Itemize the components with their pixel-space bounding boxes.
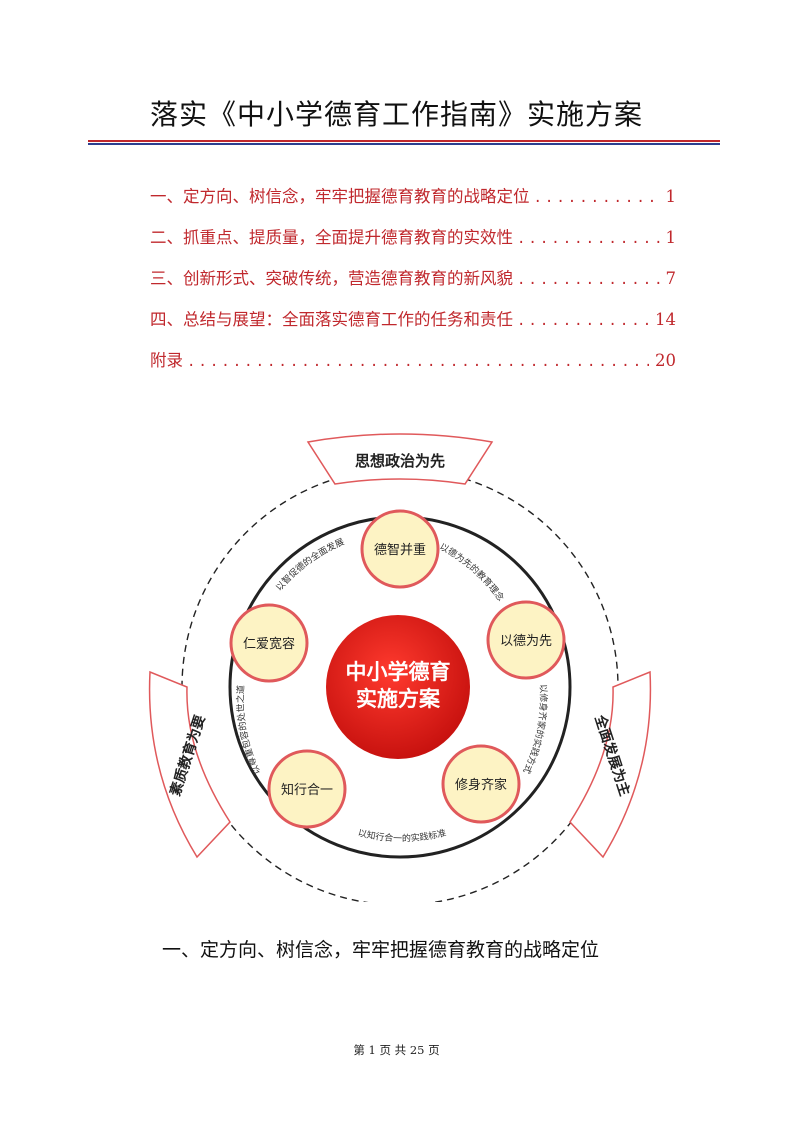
toc-leader-dots: ........................................… xyxy=(517,272,660,288)
toc-entry-page: 7 xyxy=(665,269,677,288)
page-footer: 第 1 页 共 25 页 xyxy=(353,1043,440,1057)
toc-entry[interactable]: 四、总结与展望：全面落实德育工作的任务和责任 .................… xyxy=(150,306,676,347)
toc-entry-text: 附录 xyxy=(150,351,183,370)
moral-education-diagram: 思想政治为先 素质教育为要 全面发展为主 以德为先的教育理念 以修身齐家的实践方… xyxy=(148,433,652,902)
arc-label: 以修身齐家的实践方式 xyxy=(521,684,549,776)
center-title-line1: 中小学德育 xyxy=(346,660,451,684)
node-zhi-xing-he-yi: 知行合一 xyxy=(267,749,347,829)
node-de-zhi-bing-zhong: 德智并重 xyxy=(360,509,440,589)
toc-entry-text: 二、抓重点、提质量，全面提升德育教育的实效性 xyxy=(150,228,513,247)
banner-top: 思想政治为先 xyxy=(306,433,494,485)
toc-leader-dots: ........................................… xyxy=(517,313,649,329)
center-circle: 中小学德育 实施方案 xyxy=(326,615,470,759)
arc-label: 以尊重包容的处世之道 xyxy=(234,685,262,776)
node-ren-ai-kuan-rong: 仁爱宽容 xyxy=(229,603,309,683)
toc-entry-text: 一、定方向、树信念，牢牢把握德育教育的战略定位 xyxy=(150,187,530,206)
node-label: 仁爱宽容 xyxy=(243,636,295,651)
center-title-line2: 实施方案 xyxy=(356,687,441,711)
node-yi-de-wei-xian: 以德为先 xyxy=(486,600,566,680)
banner-left: 素质教育为要 xyxy=(148,670,231,859)
node-label: 以德为先 xyxy=(500,633,552,648)
node-xiu-shen-qi-jia: 修身齐家 xyxy=(441,744,521,824)
toc-entry[interactable]: 二、抓重点、提质量，全面提升德育教育的实效性 .................… xyxy=(150,224,676,265)
toc-entry-page: 20 xyxy=(655,351,676,370)
toc-entry-text: 四、总结与展望：全面落实德育工作的任务和责任 xyxy=(150,310,513,329)
toc-entry-text: 三、创新形式、突破传统，营造德育教育的新风貌 xyxy=(150,269,513,288)
toc-entry[interactable]: 一、定方向、树信念，牢牢把握德育教育的战略定位 ................… xyxy=(150,183,676,224)
document-title: 落实《中小学德育工作指南》实施方案 xyxy=(149,98,643,131)
arc-label: 以智促德的全面发展 xyxy=(274,536,346,592)
table-of-contents: 一、定方向、树信念，牢牢把握德育教育的战略定位 ................… xyxy=(150,183,676,388)
toc-leader-dots: ........................................… xyxy=(187,354,649,370)
toc-leader-dots: ........................................… xyxy=(517,231,660,247)
toc-entry-page: 1 xyxy=(665,228,677,247)
toc-entry-page: 1 xyxy=(665,187,677,206)
banner-top-label: 思想政治为先 xyxy=(355,452,445,470)
toc-entry[interactable]: 附录 .....................................… xyxy=(150,347,676,388)
section-heading: 一、定方向、树信念，牢牢把握德育教育的战略定位 xyxy=(162,939,600,961)
node-label: 修身齐家 xyxy=(455,777,507,792)
banner-right: 全面发展为主 xyxy=(569,670,652,859)
toc-entry-page: 14 xyxy=(655,310,676,329)
title-underline-red xyxy=(88,140,720,142)
arc-label: 以德为先的教育理念 xyxy=(438,541,507,602)
toc-entry[interactable]: 三、创新形式、突破传统，营造德育教育的新风貌 .................… xyxy=(150,265,676,306)
arc-label: 以知行合一的实践标准 xyxy=(357,828,447,844)
node-label: 德智并重 xyxy=(374,542,426,557)
toc-leader-dots: ........................................… xyxy=(533,190,660,206)
title-underline-blue xyxy=(88,143,720,145)
node-label: 知行合一 xyxy=(281,782,333,797)
